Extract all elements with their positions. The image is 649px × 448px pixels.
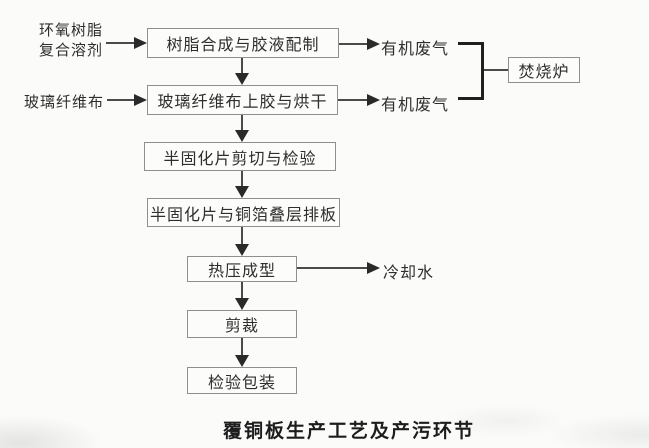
output-label-organic-waste-gas-1: 有机废气 [381,39,450,58]
bracket-connector-line [484,69,508,71]
arrowhead-glass-to-step2 [134,94,147,106]
arrowhead-step4-step5 [235,244,249,256]
arrow-line-glass-to-step2 [107,99,135,101]
arrowhead-step2-step3 [235,130,249,142]
bracket-top-segment [458,42,484,45]
bracket-vertical-segment [481,42,484,100]
arrow-line-step1-step2 [241,58,243,76]
arrowhead-step2-gas2 [367,94,380,106]
step-box-glass-cloth-coating-drying: 玻璃纤维布上胶与烘干 [147,85,338,115]
input-label-epoxy-line2: 复合溶剂 [39,41,104,59]
bracket-bottom-segment [458,97,484,100]
input-label-glass-cloth: 玻璃纤维布 [24,93,105,111]
arrowhead-step1-step2 [235,73,249,85]
treatment-box-incinerator: 焚烧炉 [508,57,580,83]
arrowhead-step5-cooling-water [367,262,380,274]
step-box-trimming: 剪裁 [187,310,297,338]
arrow-line-step3-step4 [241,171,243,189]
diagram-caption: 覆铜板生产工艺及产污环节 [223,420,476,442]
arrow-line-epoxy-to-step1 [106,42,135,44]
step-box-prepreg-copper-layup: 半固化片与铜箔叠层排板 [147,198,340,227]
input-label-epoxy-solvent: 环氧树脂 复合溶剂 [39,20,103,60]
arrowhead-step6-step7 [235,355,249,367]
arrowhead-epoxy-to-step1 [134,37,147,49]
arrow-line-step6-step7 [241,338,243,358]
arrow-line-step2-step3 [241,115,243,133]
arrow-line-step1-gas1 [339,43,368,45]
arrow-line-step5-cooling-water [297,267,368,269]
step-box-hot-press: 热压成型 [187,256,297,282]
output-label-cooling-water: 冷却水 [383,263,435,282]
arrowhead-step1-gas1 [367,38,380,50]
arrowhead-step3-step4 [235,186,249,198]
step-box-resin-glue-prep: 树脂合成与胶液配制 [147,28,339,58]
input-label-epoxy-line1: 环氧树脂 [39,21,104,39]
arrow-line-step5-step6 [241,282,243,301]
step-box-inspection-packaging: 检验包装 [187,367,297,394]
output-label-organic-waste-gas-2: 有机废气 [381,95,450,114]
arrowhead-step5-step6 [235,298,249,310]
arrow-line-step4-step5 [241,227,243,247]
arrow-line-step2-gas2 [338,99,368,101]
step-box-prepreg-cut-inspect: 半固化片剪切与检验 [144,142,336,171]
